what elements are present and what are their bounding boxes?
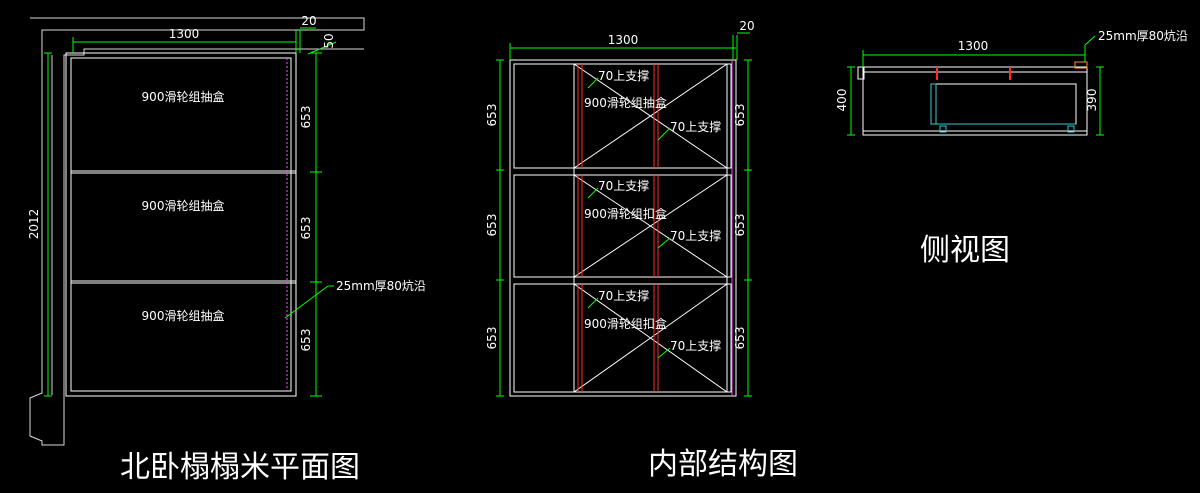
structure-section-dim-right-1: 653 (733, 104, 747, 127)
side-left-height-dim: 400 (835, 89, 849, 112)
structure-frame (509, 59, 737, 397)
plan-section-dim-2: 653 (299, 217, 313, 240)
structure-support-label: 70上支撑 (598, 288, 649, 303)
structure-drawer-label-2: 900滑轮组扣盒 (584, 206, 667, 221)
plan-frame (65, 52, 297, 397)
plan-top-dim: 50 (322, 33, 336, 48)
structure-leaders (587, 77, 671, 359)
plan-section-dim-3: 653 (299, 329, 313, 352)
plan-edge-note: 25mm厚80炕沿 (336, 278, 426, 293)
plan-height-dim: 2012 (27, 209, 41, 240)
plan-drawer-label-2: 900滑轮组抽盒 (142, 198, 225, 213)
structure-support-label: 70上支撑 (670, 228, 721, 243)
plan-drawer-label-1: 900滑轮组抽盒 (142, 89, 225, 104)
wall-outline (29, 17, 365, 446)
structure-title: 内部结构图 (648, 447, 798, 482)
structure-support-label: 70上支撑 (598, 68, 649, 83)
side-edge-cap (857, 66, 865, 80)
structure-support-label: 70上支撑 (598, 178, 649, 193)
structure-view: 70上支撑 900滑轮组抽盒 70上支撑 70上支撑 900滑轮组扣盒 70上支… (485, 19, 798, 482)
plan-title: 北卧榻榻米平面图 (120, 450, 360, 485)
structure-section-dim-left-1: 653 (485, 104, 499, 127)
structure-cross-braces (573, 63, 728, 393)
side-title: 侧视图 (920, 233, 1010, 268)
structure-width-dim: 1300 (608, 33, 639, 47)
structure-section-dim-right-3: 653 (733, 327, 747, 350)
side-dimensions (847, 35, 1104, 136)
structure-sections (513, 63, 732, 393)
side-frame (862, 66, 1088, 136)
structure-drawer-label-1: 900滑轮组抽盒 (584, 95, 667, 110)
structure-support-label: 70上支撑 (670, 338, 721, 353)
structure-supports (577, 64, 659, 392)
side-wheel (1067, 125, 1075, 133)
structure-section-dim-left-3: 653 (485, 327, 499, 350)
side-drawer-box (930, 83, 1077, 125)
side-edge-note: 25mm厚80炕沿 (1098, 28, 1188, 43)
plan-inner-frame (70, 57, 292, 392)
side-edge-strip (1074, 61, 1088, 69)
plan-dimensions (44, 27, 337, 397)
plan-drawer-label-3: 900滑轮组抽盒 (142, 308, 225, 323)
structure-dimensions (496, 32, 752, 397)
plan-width-dim: 1300 (169, 27, 200, 41)
structure-drawer-label-3: 900滑轮组扣盒 (584, 316, 667, 331)
structure-edge-dim: 20 (739, 19, 754, 33)
plan-edge-dim: 20 (301, 14, 316, 28)
side-wheel (939, 125, 947, 133)
side-right-height-dim: 390 (1085, 89, 1099, 112)
side-drawer-front (930, 83, 937, 125)
structure-section-dim-left-2: 653 (485, 214, 499, 237)
plan-section-dim-1: 653 (299, 106, 313, 129)
side-view: 1300 25mm厚80炕沿 400 390 侧视图 (835, 28, 1188, 268)
structure-support-label: 70上支撑 (670, 119, 721, 134)
plan-view: 900滑轮组抽盒 900滑轮组抽盒 900滑轮组抽盒 1300 20 50 20… (27, 14, 426, 485)
structure-section-dim-right-2: 653 (733, 214, 747, 237)
side-width-dim: 1300 (958, 39, 989, 53)
